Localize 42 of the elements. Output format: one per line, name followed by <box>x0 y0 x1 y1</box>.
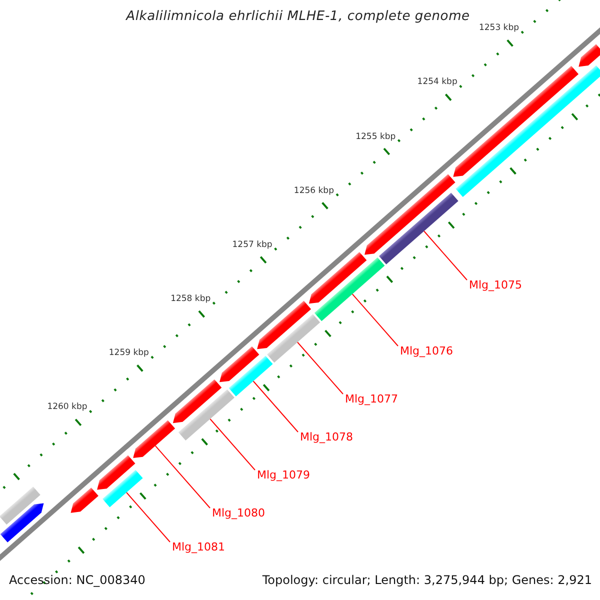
gene-label: Mlg_1076 <box>400 344 454 358</box>
gene-segment <box>267 314 320 363</box>
gene-segment <box>178 389 234 441</box>
gene-segment <box>257 300 312 350</box>
gene-label: Mlg_1080 <box>212 506 266 520</box>
leader-line <box>424 230 468 280</box>
gene-segment <box>228 356 273 396</box>
scale-label: 1253 kbp <box>478 23 520 34</box>
gene-segment <box>364 174 456 255</box>
gene-label: Mlg_1075 <box>469 278 522 292</box>
scale-label: 1256 kbp <box>294 186 334 196</box>
gene-label: Mlg_1081 <box>172 540 226 554</box>
accession-note: Accession: NC_008340 <box>9 573 146 587</box>
gene-segment <box>0 486 40 525</box>
gene-label: Mlg_1078 <box>300 430 354 444</box>
gene-segment <box>314 257 385 322</box>
leader-line <box>352 294 398 346</box>
scale-label: 1255 kbp <box>356 132 396 142</box>
gene-segment <box>456 65 600 198</box>
leader-line <box>154 445 210 508</box>
gene-segment <box>172 379 222 424</box>
leader-line <box>126 492 170 542</box>
gene-segment <box>97 455 136 490</box>
scale-label: 1258 kbp <box>170 294 211 304</box>
gene-label: Mlg_1077 <box>345 392 398 406</box>
gene-segment <box>133 420 176 458</box>
gene-label: Mlg_1079 <box>257 468 310 482</box>
gene-segment <box>220 346 260 382</box>
gene-segment <box>578 44 600 67</box>
gene-segment <box>378 192 458 264</box>
gene-segment <box>0 503 44 542</box>
gene-segment <box>308 252 367 304</box>
leader-line <box>252 380 298 432</box>
gene-segment <box>70 488 98 513</box>
scale-label: 1259 kbp <box>108 348 149 358</box>
diagram-title: Alkalilimnicola ehrlichii MLHE-1, complete genome <box>124 9 471 24</box>
scale-label: 1257 kbp <box>232 240 272 250</box>
genome-summary: Topology: circular; Length: 3,275,944 bp; Genes: 2,921 <box>262 573 592 587</box>
scale-label: 1260 kbp <box>47 402 88 412</box>
scale-label: 1254 kbp <box>417 77 458 88</box>
gene-segment <box>102 470 143 508</box>
leader-line <box>210 418 256 470</box>
